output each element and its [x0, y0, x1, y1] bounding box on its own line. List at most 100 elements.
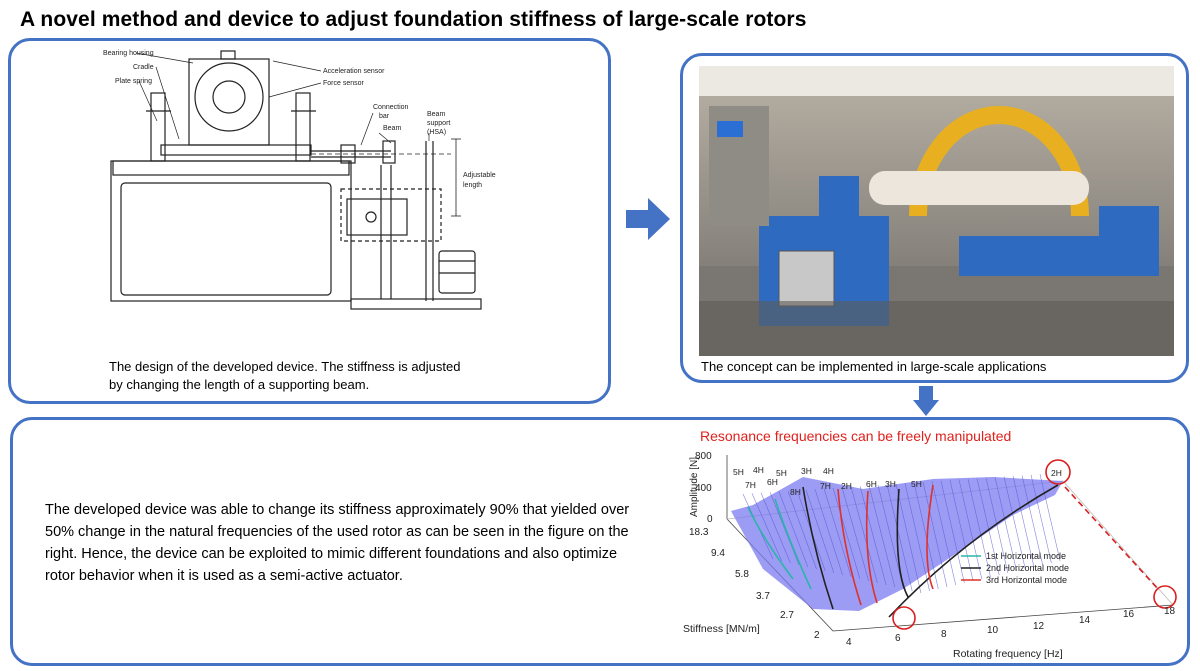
x-axis-label: Rotating frequency [Hz]: [953, 648, 1063, 660]
surface-hatch-line: [994, 477, 1017, 572]
label-adjustable-length-1: Adjustable: [463, 172, 496, 179]
cabinet-top: [112, 160, 350, 176]
label-plate-spring: Plate spring: [115, 78, 152, 85]
surface-hatch-line: [958, 479, 983, 580]
photo-panel: The concept can be implemented in large-…: [680, 53, 1189, 383]
surface-hatch-line: [841, 487, 869, 582]
x-tick-4: 12: [1033, 621, 1045, 632]
highlight-2h-top: [1045, 459, 1071, 485]
peak-label: 5H: [911, 479, 922, 489]
surface-hatch-line: [922, 481, 948, 588]
mode-curve-2: [802, 484, 1059, 618]
surface-hatch-line: [1039, 474, 1061, 562]
surface-hatch-line: [805, 489, 835, 574]
surface-hatch-line: [976, 478, 1000, 576]
highlight-2h-bottom: [892, 606, 916, 630]
design-caption-line2: by changing the length of a supporting b…: [109, 377, 370, 392]
peak-label: 4H: [823, 466, 834, 476]
legend-label-3: 3rd Horizontal mode: [986, 575, 1067, 585]
surface-hatch-line: [931, 481, 956, 586]
arrow-right-icon: [626, 198, 670, 240]
mode-curve-3: [837, 484, 934, 606]
z-tick-0: 800: [695, 451, 712, 462]
peak-label: 2H: [1051, 468, 1062, 478]
surface-hatch-line: [751, 493, 782, 562]
x-tick-5: 14: [1079, 615, 1091, 626]
peak-label: 6H: [866, 479, 877, 489]
surface-hatch-line: [868, 485, 896, 588]
label-force-sensor: Force sensor: [323, 80, 365, 87]
y-tick-5: 2: [814, 630, 820, 641]
cabinet-window: [120, 182, 332, 296]
highlight-dashed-line: [1064, 486, 1159, 590]
surface-hatch-line: [895, 483, 922, 594]
design-caption-line1: The design of the developed device. The …: [109, 359, 461, 374]
label-connection-bar-2: bar: [379, 113, 390, 120]
surface-hatch-line: [1021, 475, 1043, 566]
chart-heading: Resonance frequencies can be freely mani…: [700, 428, 1011, 444]
surface-hatch-line: [760, 492, 791, 564]
bearing-housing-shape: [188, 58, 270, 146]
mode-curve-1: [747, 498, 812, 590]
surface-hatch-line: [859, 486, 887, 586]
label-beam-support-2: support: [427, 120, 450, 127]
z-tick-2: 0: [707, 514, 713, 525]
label-adjustable-length-2: length: [463, 182, 482, 189]
label-connection-bar-1: Connection: [373, 104, 409, 111]
test-rig-photo: [699, 66, 1174, 356]
surface-hatch-line: [823, 488, 852, 578]
surface-hatch-line: [814, 489, 843, 576]
surface-hatch-line: [1003, 476, 1026, 570]
label-bearing-housing: Bearing housing: [103, 50, 154, 57]
peak-label: 7H: [745, 480, 756, 490]
z-axis-label: Amplitude [N]: [689, 457, 700, 517]
x-tick-7: 18: [1164, 606, 1176, 617]
resonance-chart: Resonance frequencies can be freely mani…: [683, 428, 1177, 660]
label-acceleration-sensor: Acceleration sensor: [323, 68, 385, 75]
highlight-18hz: [1153, 585, 1177, 609]
z-tick-1: 400: [695, 483, 712, 494]
design-caption: The design of the developed device. The …: [109, 358, 519, 394]
result-description: The developed device was able to change …: [45, 502, 630, 584]
cabinet-outer: [110, 160, 352, 302]
surface-hatch-line: [967, 478, 991, 578]
peak-label: 3H: [801, 466, 812, 476]
label-cradle: Cradle: [133, 64, 154, 71]
surface-hatch-line: [778, 491, 809, 568]
surface-hatch-line: [769, 492, 800, 566]
y-tick-1: 9.4: [711, 548, 725, 559]
y-tick-3: 3.7: [756, 591, 770, 602]
surface-hatch-line: [1012, 475, 1035, 568]
x-tick-0: 4: [846, 637, 852, 648]
label-beam-support-1: Beam: [427, 111, 445, 118]
x-axis-line: [832, 604, 1174, 632]
arrow-down-icon: [913, 386, 939, 416]
design-panel: Bearing housing Cradle Plate spring Acce…: [8, 38, 611, 404]
label-beam: Beam: [383, 125, 401, 132]
peak-label: 2H: [841, 481, 852, 491]
peak-label: 5H: [733, 467, 744, 477]
label-beam-support-3: (HSA): [427, 129, 446, 136]
surface-hatch-line: [832, 487, 861, 580]
y-tick-0: 18.3: [689, 527, 709, 538]
y-tick-2: 5.8: [735, 569, 749, 580]
peak-label: 5H: [776, 468, 787, 478]
peak-label: 3H: [885, 479, 896, 489]
page-title: A novel method and device to adjust foun…: [20, 8, 807, 31]
x-tick-1: 6: [895, 633, 901, 644]
device-schematic: Bearing housing Cradle Plate spring Acce…: [103, 50, 496, 310]
x-tick-3: 10: [987, 625, 999, 636]
surface-hatch-line: [1030, 474, 1052, 564]
surface-hatch-line: [949, 480, 974, 582]
chart-legend: 1st Horizontal mode 2nd Horizontal mode …: [961, 551, 1069, 585]
surface-hatch-line: [877, 484, 904, 590]
x-tick-6: 16: [1123, 609, 1135, 620]
surface-hatch-line: [985, 477, 1009, 574]
result-panel: The developed device was able to change …: [10, 417, 1190, 666]
legend-label-2: 2nd Horizontal mode: [986, 563, 1069, 573]
y-axis-label: Stiffness [MN/m]: [683, 623, 760, 635]
peak-label: 8H: [790, 487, 801, 497]
x-tick-2: 8: [941, 629, 947, 640]
photo-caption: The concept can be implemented in large-…: [701, 359, 1047, 374]
peak-label: 7H: [820, 481, 831, 491]
